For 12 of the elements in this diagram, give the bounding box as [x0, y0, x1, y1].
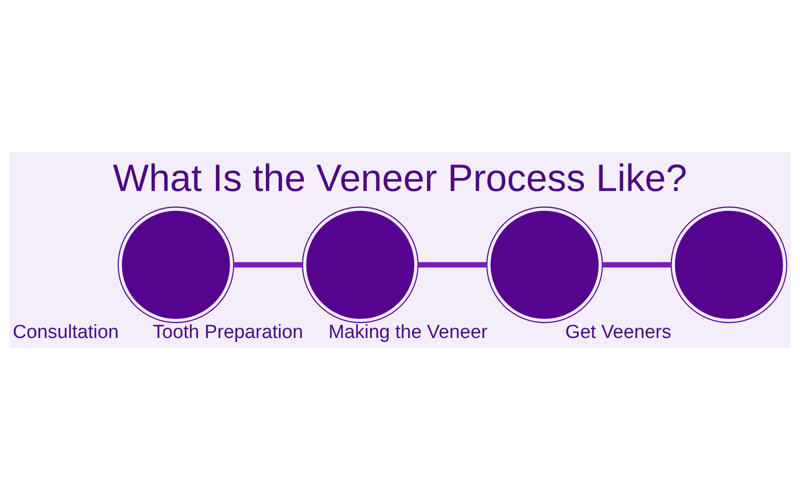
- node-circle: [302, 206, 419, 324]
- node-circle: [118, 206, 234, 324]
- node-circle: [486, 206, 603, 324]
- node-label: Tooth Preparation: [152, 322, 304, 343]
- node-circle: [670, 206, 788, 324]
- connector: [234, 262, 302, 268]
- diagram-title: What Is the Veneer Process Like?: [112, 156, 688, 200]
- node-label: Get Veeners: [565, 322, 672, 343]
- connector: [602, 262, 671, 268]
- node-label: Consultation: [12, 322, 119, 343]
- connector: [418, 262, 487, 268]
- node-label: Making the Veneer: [328, 322, 488, 343]
